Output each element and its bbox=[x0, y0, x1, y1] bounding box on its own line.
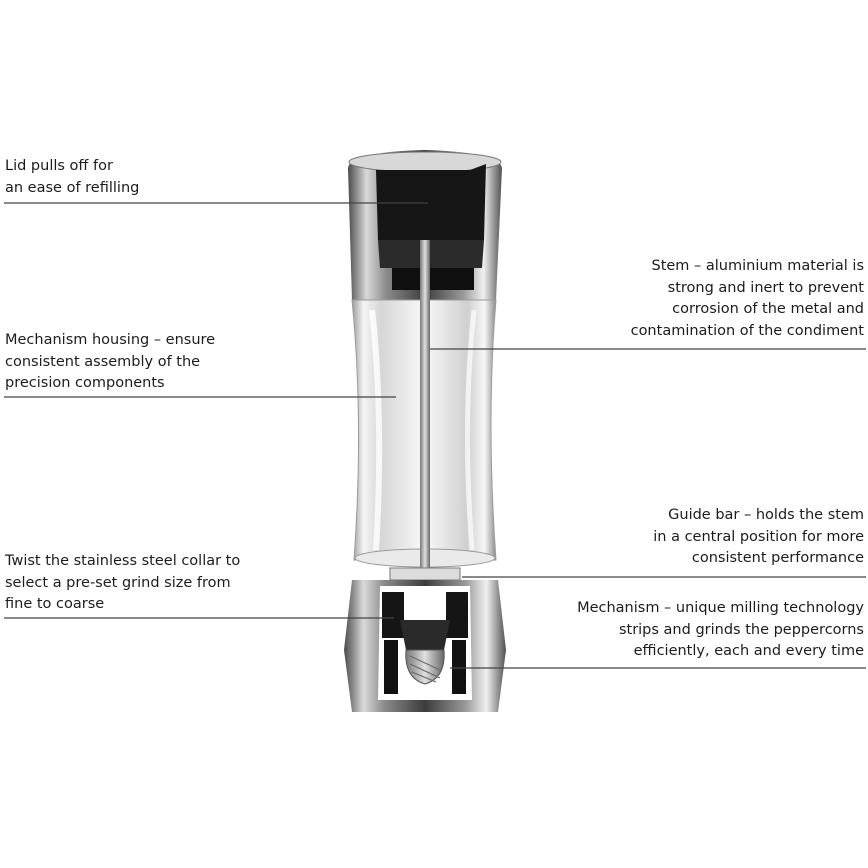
callout-stem-line: contamination of the condiment bbox=[630, 322, 864, 339]
callout-guide-bar-line: Guide bar – holds the stem bbox=[668, 507, 864, 523]
callout-housing-line: consistent assembly of the bbox=[5, 353, 201, 370]
stem-rod bbox=[420, 240, 430, 630]
guide-bar bbox=[389, 567, 461, 581]
callout-mechanism-housing: Mechanism housing – ensure consistent as… bbox=[5, 330, 215, 395]
callout-stem: Stem – aluminium material is strong and … bbox=[631, 256, 864, 342]
callout-housing-line: precision components bbox=[5, 375, 165, 391]
callout-collar-line: Twist the stainless steel collar to bbox=[5, 553, 241, 569]
callout-guide-bar-line: consistent performance bbox=[691, 550, 864, 566]
callout-lid-line: an ease of refilling bbox=[5, 179, 140, 196]
callout-collar-line: fine to coarse bbox=[5, 596, 105, 612]
callout-guide-bar: Guide bar – holds the stem in a central … bbox=[653, 505, 864, 570]
callout-mechanism-line: Mechanism – unique milling technology bbox=[577, 600, 864, 616]
callout-mechanism-line: strips and grinds the peppercorns bbox=[618, 621, 864, 638]
callout-lid-line: Lid pulls off for bbox=[5, 158, 113, 174]
callout-lid: Lid pulls off for an ease of refilling bbox=[5, 156, 139, 199]
callout-stem-line: strong and inert to prevent bbox=[667, 279, 864, 296]
callout-stem-line: corrosion of the metal and bbox=[672, 301, 864, 317]
lid bbox=[348, 150, 502, 300]
callout-guide-bar-line: in a central position for more bbox=[653, 528, 864, 545]
callout-collar: Twist the stainless steel collar to sele… bbox=[5, 551, 240, 616]
callout-housing-line: Mechanism housing – ensure bbox=[5, 332, 216, 348]
callout-collar-line: select a pre-set grind size from bbox=[5, 574, 231, 591]
callout-mechanism: Mechanism – unique milling technology st… bbox=[577, 598, 864, 663]
grinding-mechanism bbox=[382, 592, 468, 694]
callout-mechanism-line: efficiently, each and every time bbox=[633, 643, 864, 659]
callout-stem-line: Stem – aluminium material is bbox=[651, 258, 864, 274]
